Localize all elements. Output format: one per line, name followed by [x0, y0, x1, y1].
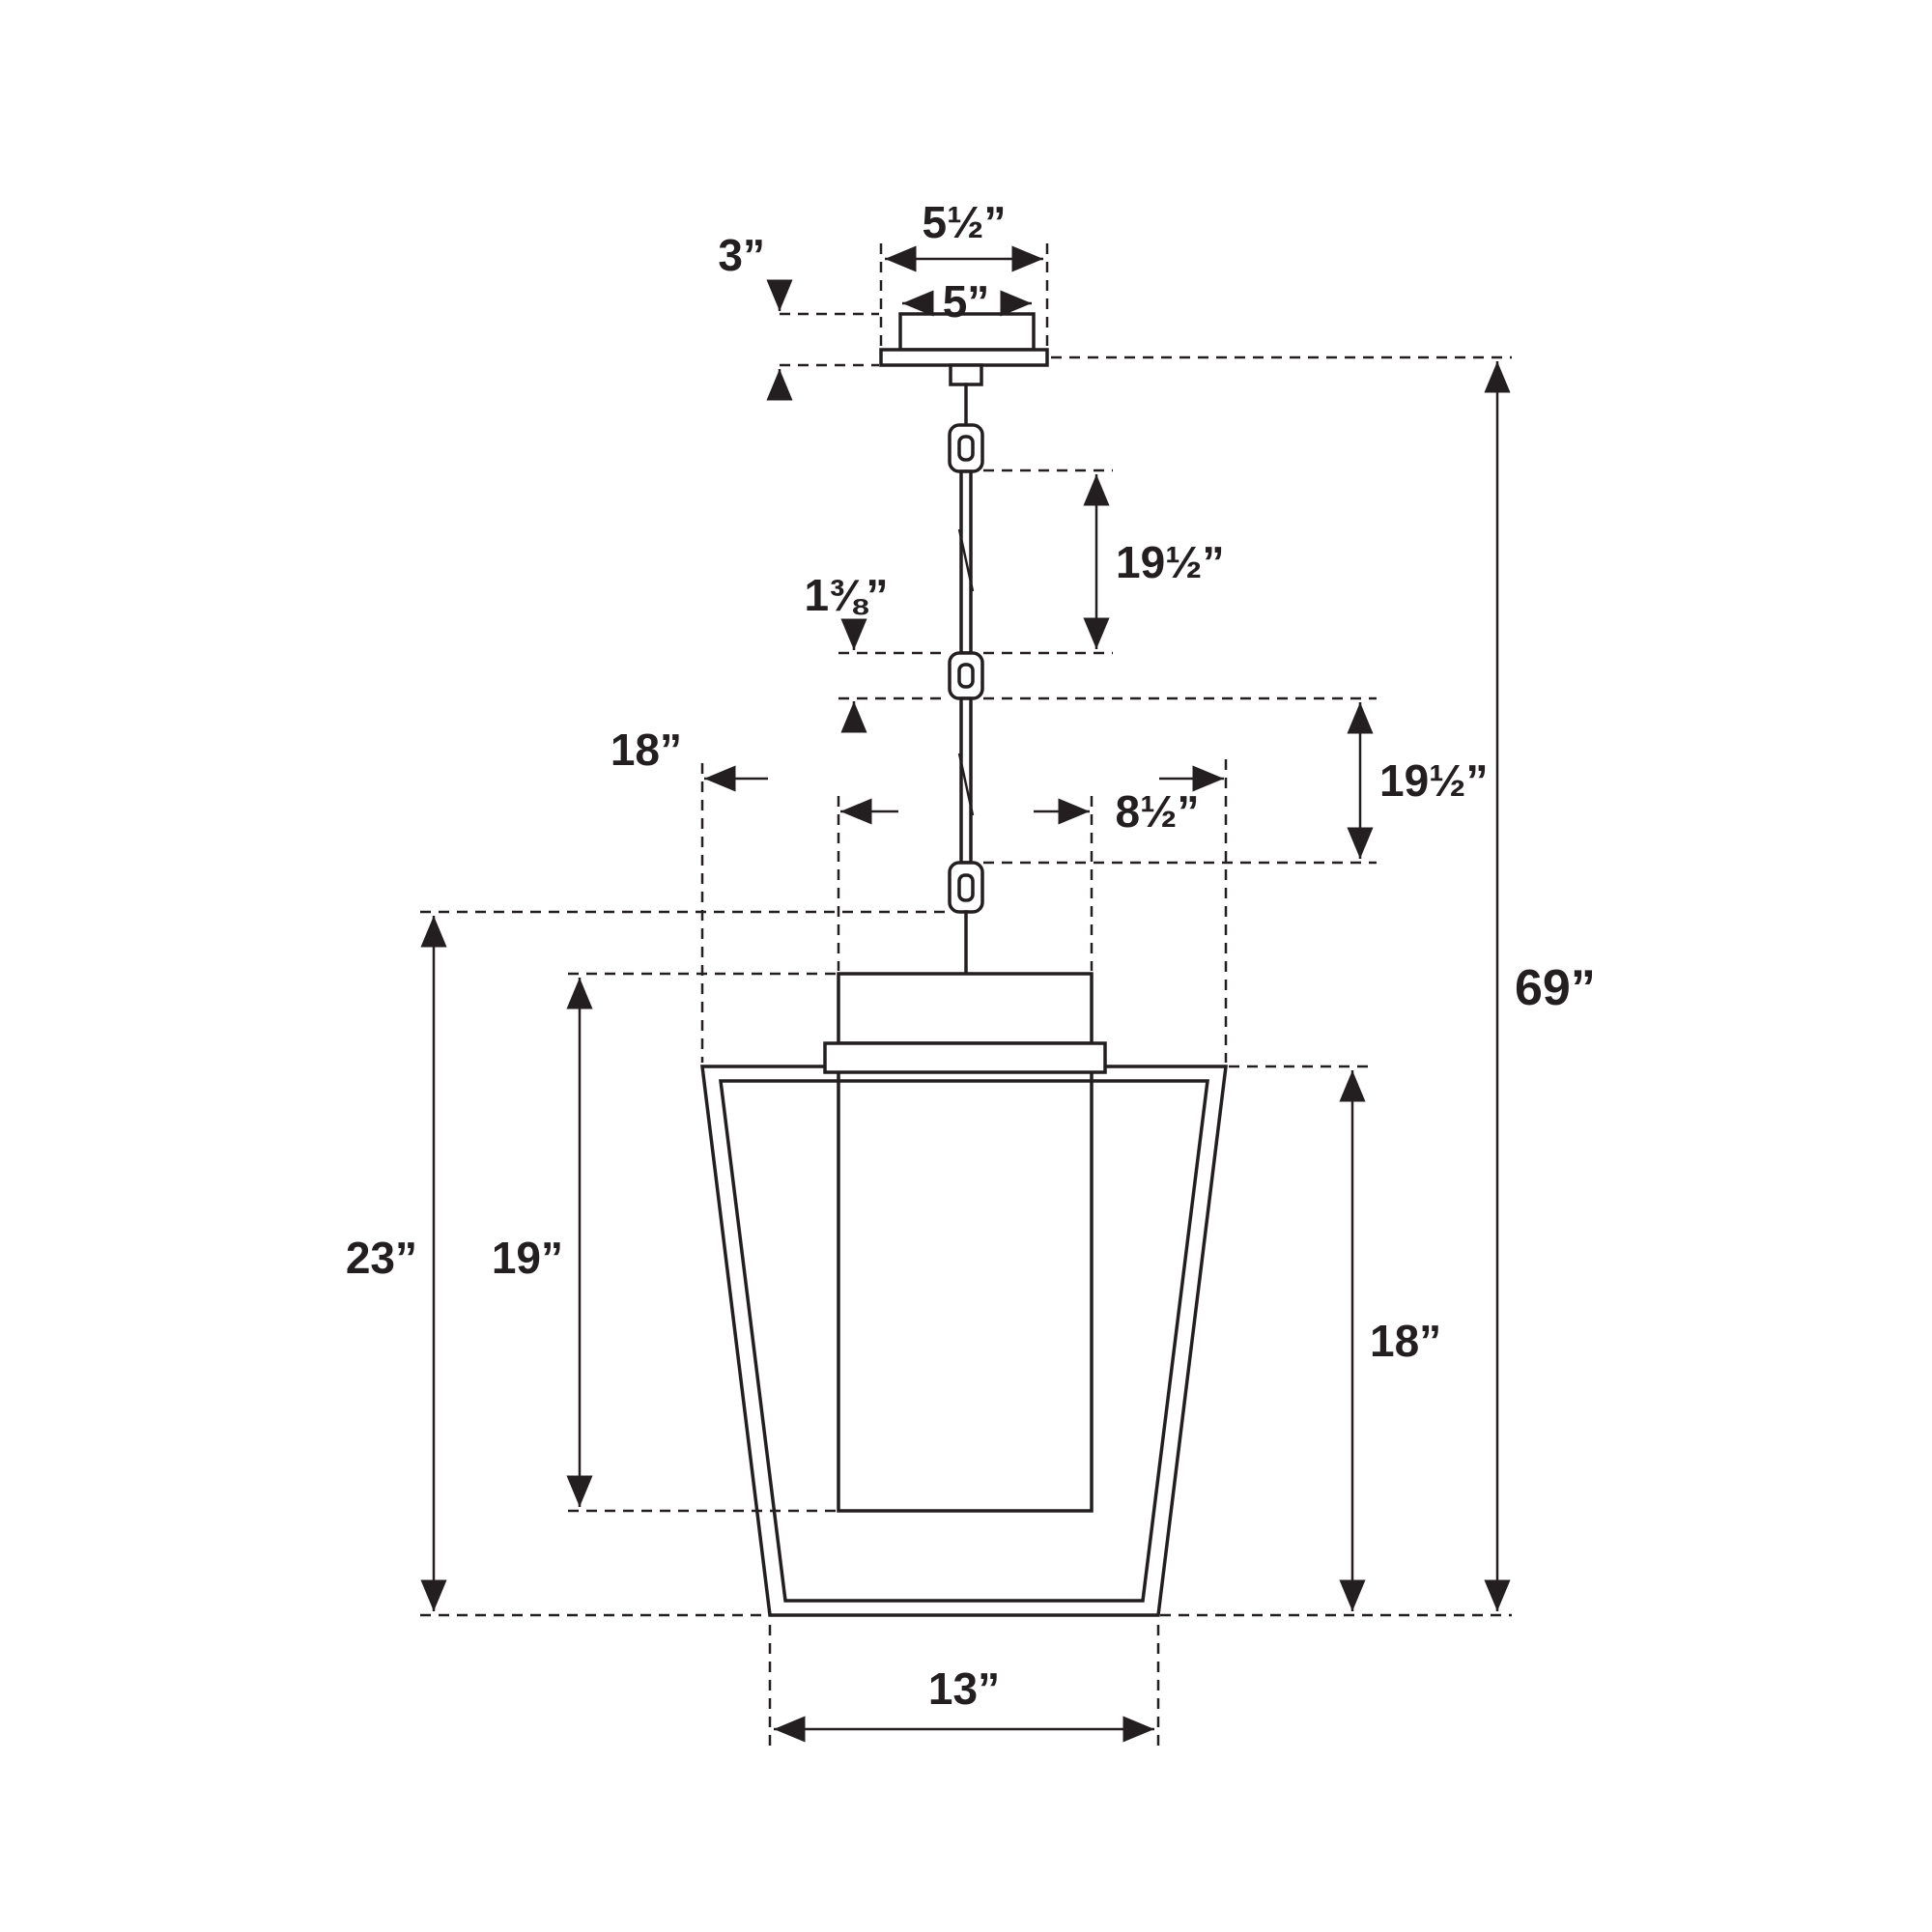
dimension-label-overall-height: 69”: [1515, 960, 1596, 1016]
dimension-label-canopy-height: 3”: [718, 230, 765, 280]
chain-stem: [948, 423, 984, 978]
chain-link-1-slot: [957, 435, 975, 462]
shade-cap: [837, 972, 1094, 1045]
dimension-canopy-outer-width: 5½”: [879, 197, 1049, 348]
dimension-inner-shade-height: 19”: [492, 972, 837, 1513]
dimension-lantern-bottom-width: 13”: [768, 1625, 1160, 1750]
drawing-root: 5½” 5” 3” 19½” 1⅜”: [346, 197, 1596, 1750]
inner-glass-shade: [837, 1041, 1094, 1513]
canopy-flange: [879, 348, 1049, 367]
dimension-inner-shade-width: 8½”: [837, 786, 1200, 971]
lantern: [700, 972, 1228, 1617]
dimension-chain-link: 1⅜”: [805, 570, 948, 733]
dimension-upper-stem: 19½”: [983, 469, 1225, 655]
dimension-label-chain-link: 1⅜”: [805, 570, 889, 620]
dimension-label-upper-stem: 19½”: [1116, 537, 1225, 587]
dimension-lantern-total-height: 23”: [346, 910, 948, 1617]
chain-link-1: [948, 423, 984, 473]
dimension-lower-stem: 19½”: [983, 696, 1489, 865]
chain-link-3-slot: [957, 873, 975, 902]
chain-link-2: [948, 651, 984, 700]
dimension-label-lower-stem: 19½”: [1379, 755, 1489, 806]
dimension-overall-height: 69”: [1051, 355, 1596, 1617]
dimension-label-inner-shade-width: 8½”: [1116, 786, 1200, 837]
dimension-label-lantern-total-height: 23”: [346, 1233, 417, 1283]
dimension-label-lantern-top-width: 18”: [611, 724, 682, 775]
chain-link-2-slot: [957, 663, 975, 689]
lantern-inner-frame: [719, 1079, 1209, 1603]
shade-cap-flange: [823, 1041, 1107, 1074]
dimension-lantern-frame-height: 18”: [1229, 1065, 1441, 1611]
stem-rod-upper-twist: [957, 528, 975, 592]
canopy-knob: [949, 363, 983, 386]
stem-rod-lower-twist: [957, 753, 975, 816]
dimension-label-lantern-frame-height: 18”: [1370, 1316, 1441, 1366]
dimension-label-lantern-bottom-width: 13”: [928, 1663, 1000, 1714]
dimension-label-canopy-inner-width: 5”: [943, 276, 990, 327]
chain-link-3: [948, 861, 984, 914]
dimension-canopy-inner-width: 5”: [902, 276, 1032, 327]
dimension-label-inner-shade-height: 19”: [492, 1233, 563, 1283]
ceiling-canopy: [879, 312, 1049, 429]
dimension-label-canopy-outer-width: 5½”: [923, 197, 1007, 247]
dimension-canopy-height: 3”: [718, 230, 879, 401]
